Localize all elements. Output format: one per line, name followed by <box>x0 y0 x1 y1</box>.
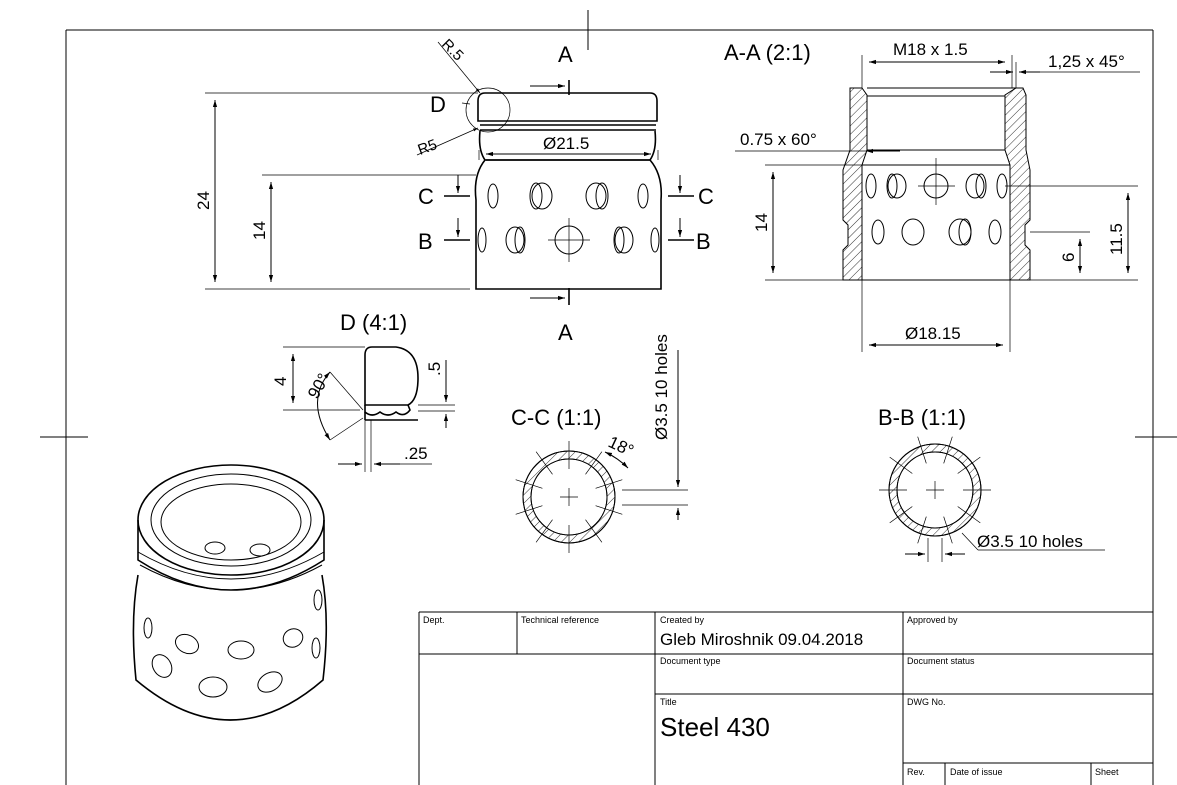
section-bb-view <box>879 436 1105 562</box>
tb-rev-label: Rev. <box>907 767 925 777</box>
bb-hole-axis <box>943 516 953 544</box>
dim-inner-chamfer: 0.75 x 60° <box>740 130 817 149</box>
dim-r5: R5 <box>416 136 440 159</box>
section-marker-a-bottom: A <box>558 320 573 345</box>
front-view <box>205 41 694 305</box>
cc-hole-axis <box>595 505 623 515</box>
isometric-view <box>132 464 328 721</box>
section-marker-a-top: A <box>558 42 573 67</box>
section-cc-labels: C-C (1:1) 18° Ø3.5 10 holes <box>511 334 671 460</box>
cc-hole-axis <box>585 519 603 543</box>
bb-hole-axis <box>957 506 981 524</box>
tb-created-by-label: Created by <box>660 615 705 625</box>
cc-hole-axis <box>595 479 623 489</box>
dim-d-groove-width: .25 <box>404 444 428 463</box>
tb-created-by-value: Gleb Miroshnik 09.04.2018 <box>660 630 863 649</box>
bb-hole-axis <box>889 456 913 474</box>
detail-marker-d: D <box>430 92 446 117</box>
bb-hole-axis <box>957 456 981 474</box>
cc-hole-axis <box>535 519 553 543</box>
section-bb-title: B-B (1:1) <box>878 405 966 430</box>
dim-aa-height: 14 <box>752 213 771 232</box>
section-marker-b-right: B <box>696 229 711 254</box>
dim-chamfer: 1,25 x 45° <box>1048 52 1125 71</box>
tb-sheet-label: Sheet <box>1095 767 1119 777</box>
dim-d-height: 4 <box>271 377 290 386</box>
tb-date-label: Date of issue <box>950 767 1003 777</box>
section-cc-view <box>515 350 688 553</box>
title-block: Dept. Technical reference Created by Gle… <box>418 611 1153 785</box>
section-aa-title: A-A (2:1) <box>724 40 811 65</box>
bb-hole-axis <box>917 516 927 544</box>
dim-hole-lower: 6 <box>1059 253 1078 262</box>
cc-hole-axis <box>585 451 603 475</box>
dim-diameter: Ø21.5 <box>543 134 589 153</box>
dim-cc-holes: Ø3.5 10 holes <box>652 334 671 440</box>
dim-bore: Ø18.15 <box>905 324 961 343</box>
section-marker-c-left: C <box>418 184 434 209</box>
cc-hole-axis <box>535 451 553 475</box>
section-cc-title: C-C (1:1) <box>511 405 601 430</box>
bb-hole-axis <box>943 436 953 464</box>
sheet-frame <box>40 10 1177 785</box>
dim-bb-holes: Ø3.5 10 holes <box>977 532 1083 551</box>
dim-cc-angle: 18° <box>605 432 636 460</box>
section-bb-labels: B-B (1:1) Ø3.5 10 holes <box>878 405 1083 551</box>
section-aa-view <box>735 55 1140 352</box>
dim-d-groove-depth: .5 <box>425 362 444 376</box>
tb-title-value: Steel 430 <box>660 712 770 742</box>
tb-approved-by-label: Approved by <box>907 615 958 625</box>
section-marker-c-right: C <box>698 184 714 209</box>
dim-d-angle: 90° <box>304 370 333 402</box>
tb-dwg-no-label: DWG No. <box>907 697 946 707</box>
dim-height-body: 14 <box>250 221 269 240</box>
section-marker-b-left: B <box>418 229 433 254</box>
tb-doc-type-label: Document type <box>660 656 721 666</box>
cc-hole-axis <box>515 479 543 489</box>
bb-hole-axis <box>889 506 913 524</box>
section-aa-labels: A-A (2:1) M18 x 1.5 1,25 x 45° 0.75 x 60… <box>724 40 1126 343</box>
dim-r5-top: R.5 <box>438 36 467 65</box>
detail-d-title: D (4:1) <box>340 310 407 335</box>
tb-doc-status-label: Document status <box>907 656 975 666</box>
tb-tech-ref-label: Technical reference <box>521 615 599 625</box>
dim-height-total: 24 <box>194 191 213 210</box>
detail-d-view <box>283 346 455 472</box>
cc-hole-axis <box>515 505 543 515</box>
dim-hole-upper: 11.5 <box>1107 223 1126 255</box>
tb-title-label: Title <box>660 697 677 707</box>
front-view-labels: R.5 R5 D A A C C B B Ø21.5 24 14 <box>194 36 714 345</box>
dim-thread: M18 x 1.5 <box>893 40 968 59</box>
tb-dept-label: Dept. <box>423 615 445 625</box>
bb-hole-axis <box>917 436 927 464</box>
